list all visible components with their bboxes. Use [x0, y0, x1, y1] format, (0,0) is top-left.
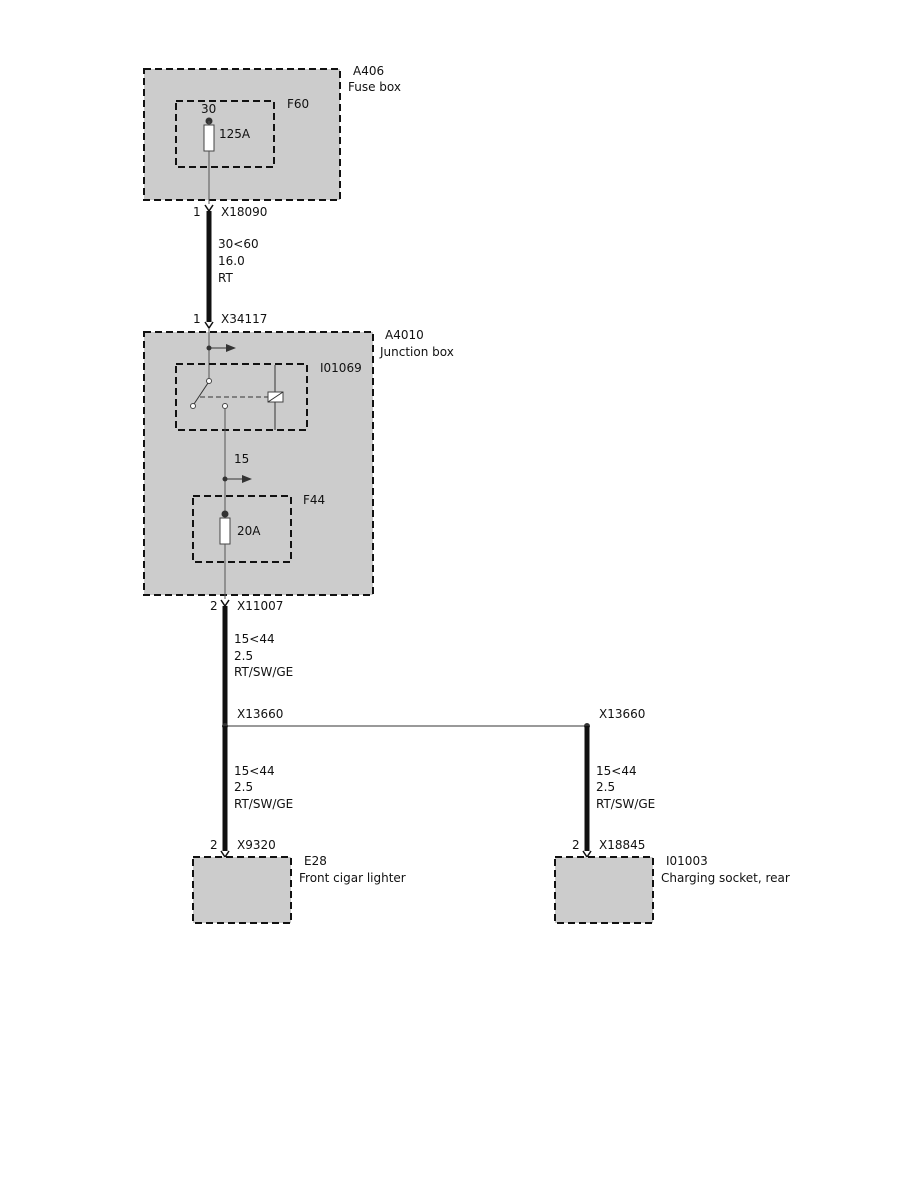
- fuse-f44-icon: [219, 517, 231, 545]
- fuse-f60-rating: 125A: [219, 127, 251, 141]
- cigar-lighter-e28: [192, 856, 292, 924]
- relay-contact-open: [190, 403, 196, 409]
- wire-2-signal: 15<44: [234, 632, 275, 646]
- wire-3-signal: 15<44: [234, 764, 275, 778]
- junction-box-name: Junction box: [379, 345, 454, 359]
- connector-x11007-pin: 2: [210, 599, 218, 613]
- cigar-lighter-id: E28: [304, 854, 327, 868]
- relay-switch-arm: [193, 382, 209, 405]
- fuse-f44-id: F44: [303, 493, 325, 507]
- junction-branch-arrow-icon: [226, 344, 236, 352]
- relay-i01069-id: I01069: [320, 361, 362, 375]
- connector-x9320-pin: 2: [210, 838, 218, 852]
- relay-output-terminal: 15: [234, 452, 249, 466]
- connector-x18845-id: X18845: [599, 838, 645, 852]
- fuse-f44-frame: [192, 495, 292, 563]
- junction-box-a4010: [143, 331, 374, 596]
- charging-socket-i01003: [554, 856, 654, 924]
- wire-4-color: RT/SW/GE: [596, 797, 655, 811]
- fuse-f44-terminal-dot: [221, 510, 229, 518]
- wire-3-cross-section: 2.5: [234, 780, 253, 794]
- splice-right-id: X13660: [599, 707, 645, 721]
- output-branch-arrow-icon: [242, 475, 252, 483]
- connector-x18090-id: X18090: [221, 205, 267, 219]
- fuse-box-a406: [143, 68, 341, 201]
- wire-1-color: RT: [218, 271, 233, 285]
- splice-left-id: X13660: [237, 707, 283, 721]
- connector-x34117-pin: 1: [193, 312, 201, 326]
- connector-x11007-id: X11007: [237, 599, 283, 613]
- connector-x9320-id: X9320: [237, 838, 276, 852]
- wire-2-cross-section: 2.5: [234, 649, 253, 663]
- fuse-f60-terminal: 30: [201, 102, 216, 116]
- fuse-box-name: Fuse box: [348, 80, 401, 94]
- cigar-lighter-name: Front cigar lighter: [299, 871, 406, 885]
- relay-coil-diagonal: [267, 391, 284, 403]
- relay-contact-common: [206, 378, 212, 384]
- connector-x18090-icon: [204, 204, 214, 213]
- fuse-f60-id: F60: [287, 97, 309, 111]
- junction-box-id: A4010: [385, 328, 424, 342]
- wire-4-cross-section: 2.5: [596, 780, 615, 794]
- wire-1-cross-section: 16.0: [218, 254, 245, 268]
- fuse-f60-frame: [175, 100, 275, 168]
- connector-x18845-pin: 2: [572, 838, 580, 852]
- fuse-f60-icon: [203, 124, 215, 152]
- connector-x34117-icon: [204, 321, 214, 330]
- relay-contact-output: [222, 403, 228, 409]
- fuse-f44-rating: 20A: [237, 524, 261, 538]
- wire-3-color: RT/SW/GE: [234, 797, 293, 811]
- connector-x34117-id: X34117: [221, 312, 267, 326]
- connector-x18090-pin: 1: [193, 205, 201, 219]
- wire-2-color: RT/SW/GE: [234, 665, 293, 679]
- wire-1-signal: 30<60: [218, 237, 259, 251]
- connector-x11007-icon: [220, 599, 230, 608]
- charging-socket-name: Charging socket, rear: [661, 871, 790, 885]
- fuse-box-id: A406: [353, 64, 384, 78]
- charging-socket-id: I01003: [666, 854, 708, 868]
- wire-4-signal: 15<44: [596, 764, 637, 778]
